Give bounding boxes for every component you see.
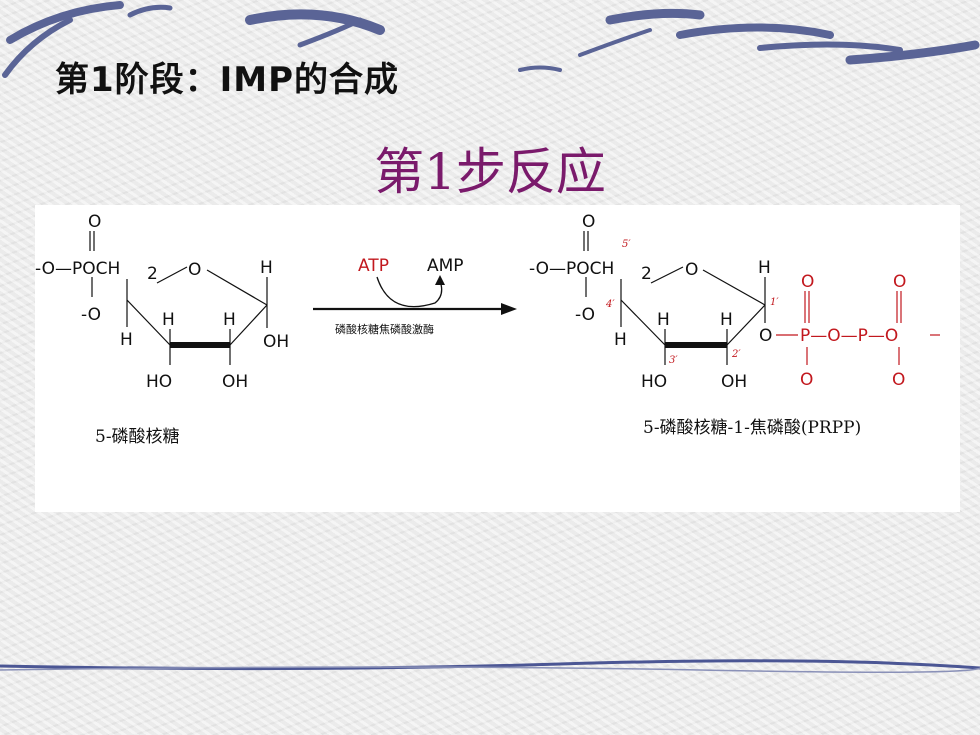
product-pyro-o-top-2: O (893, 272, 906, 292)
product-oh-c2: OH (721, 372, 747, 392)
product-pyro-o-bottom-2: O (892, 370, 905, 390)
product-phosphate-group: -O—POCH (529, 259, 614, 279)
product-h-c4: H (614, 330, 627, 350)
slide-title: 第1阶段：IMP的合成 (55, 60, 400, 100)
substrate-ho-c3: HO (146, 372, 172, 392)
substrate-h-c1: H (260, 258, 273, 278)
product-pyrophosphate-chain: P—O—P—O (800, 326, 898, 346)
reaction-diagram-panel: O -O—POCH 2 -O O H OH H H H (35, 205, 960, 512)
substrate-h-c3: H (162, 310, 175, 330)
amp-label: AMP (427, 256, 464, 276)
substrate-phosphate-group: -O—POCH (35, 259, 120, 279)
substrate-structure: O -O—POCH 2 -O O H OH H H H (35, 212, 289, 447)
product-phosphate-o-minus: -O (575, 305, 595, 325)
product-carbon-1: 1′ (770, 297, 779, 308)
product-carbon-3: 3′ (669, 355, 678, 366)
atp-label: ATP (358, 256, 389, 276)
reaction-diagram: O -O—POCH 2 -O O H OH H H H (35, 212, 940, 447)
product-pyro-link-o: O (759, 326, 772, 346)
substrate-h-c4: H (120, 330, 133, 350)
substrate-oh-c2: OH (222, 372, 248, 392)
substrate-oh-c1: OH (263, 332, 289, 352)
product-ring-o: O (685, 260, 698, 280)
product-h-c3: H (657, 310, 670, 330)
step-title: 第1步反应 (374, 143, 606, 201)
product-phosphate-o: O (582, 212, 595, 232)
decorative-bottom-line (0, 659, 980, 673)
product-ch2-subscript: 2 (641, 264, 652, 284)
substrate-phosphate-o-minus: -O (81, 305, 101, 325)
product-carbon-5: 5′ (622, 239, 631, 250)
product-pyro-o-top-1: O (801, 272, 814, 292)
arrow-head-icon (501, 303, 517, 315)
substrate-h-c2: H (223, 310, 236, 330)
substrate-ch2-subscript: 2 (147, 264, 158, 284)
substrate-ring-o: O (188, 260, 201, 280)
product-label: 5-磷酸核糖-1-焦磷酸(PRPP) (643, 418, 861, 438)
product-carbon-4: 4′ (605, 299, 615, 310)
substrate-label: 5-磷酸核糖 (95, 427, 180, 447)
substrate-phosphate-o: O (88, 212, 101, 232)
product-ho-c3: HO (641, 372, 667, 392)
decorative-brush-strokes (2, 1, 980, 78)
product-structure: O 5′ -O—POCH 2 -O 4′ O H 1′ H H H (529, 212, 940, 438)
reaction-arrow-group: ATP AMP 磷酸核糖焦磷酸激酶 (313, 256, 517, 336)
product-carbon-2: 2′ (731, 349, 741, 360)
product-h-c1: H (758, 258, 771, 278)
product-h-c2: H (720, 310, 733, 330)
product-pyro-o-bottom-1: O (800, 370, 813, 390)
enzyme-label: 磷酸核糖焦磷酸激酶 (335, 322, 434, 336)
